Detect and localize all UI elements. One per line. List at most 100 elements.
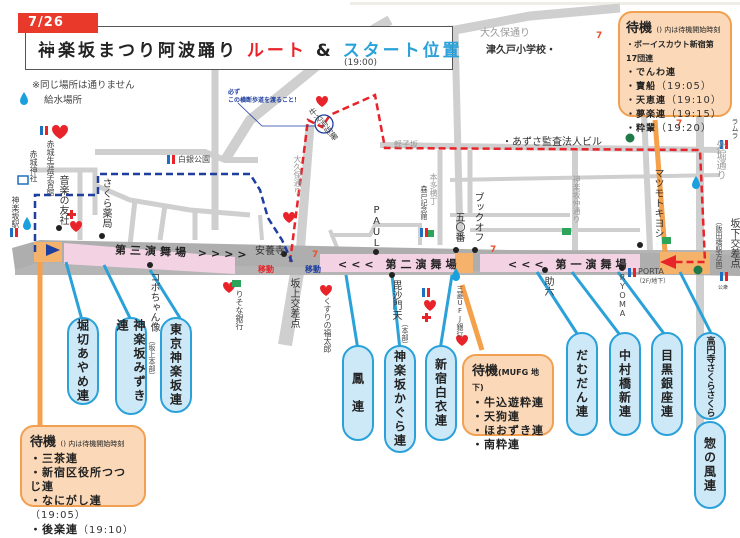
waiting-item: ボーイスカウト新宿第17団連 <box>626 38 724 66</box>
toilet-icon <box>10 126 728 297</box>
group-pill: 東京神楽坂連 <box>160 317 192 413</box>
group-pill: 神楽坂みずき連 <box>115 317 147 415</box>
waiting-item: なにがし連（19:05） <box>30 494 136 523</box>
road-left-top <box>95 149 258 163</box>
stage-second: <<< 第二演舞場 <box>338 258 461 271</box>
landmark-porta: PORTA <box>638 267 664 276</box>
landmark-akagi-center: 赤城生涯学習館 <box>46 140 55 196</box>
group-pill: 鳳 連 <box>342 345 374 441</box>
leader-wait-right <box>652 119 668 253</box>
landmark-gomaru: 五〇番 <box>453 212 464 242</box>
waiting-box-top-right: 待機 () 内は待機開始時刻 ボーイスカウト新宿第17団連 でんわ連 寶船（19… <box>618 11 732 134</box>
water-drop-icon <box>20 92 700 281</box>
landmark-ramura: ラムラ <box>731 118 739 139</box>
road-vertical-center <box>451 29 464 241</box>
waiting-item: ほおずき連 <box>472 424 544 438</box>
street-okubo-diag: 大久保通り <box>293 155 302 195</box>
road-okubo-down <box>295 124 315 256</box>
note-text: ※同じ場所は通りません <box>32 80 135 91</box>
landmark-kobo: コボちゃん像 <box>148 272 159 332</box>
title-start: スタート位置 <box>342 41 463 61</box>
date-tag: 7/26（土） <box>18 13 98 50</box>
group-pill: 神楽坂かぐら連 <box>384 345 416 453</box>
route-red <box>288 93 707 264</box>
street-okubo: 大久保通り <box>480 28 530 39</box>
road-sakura <box>94 182 251 218</box>
move-label-red: 移動 <box>258 265 274 274</box>
arrow-blue <box>46 244 60 256</box>
start-time: (19:00) <box>344 58 377 68</box>
waiting-item: 粋輩（19:20） <box>626 122 724 136</box>
waiting-item: 牛込遊粋連 <box>472 396 544 410</box>
landmark-sukeroku: 助六 <box>542 276 553 296</box>
landmark-bishamonten-sub: （本部） <box>401 320 409 348</box>
landmark-shirogane-park: 白銀公園 <box>178 155 210 164</box>
landmark-akagi-shrine: 赤城神社 <box>29 150 38 182</box>
landmark-kusuri: くすりの福太郎 <box>323 297 332 353</box>
title-route: ルート <box>246 41 307 61</box>
landmark-morito: 森戸記念館 <box>420 185 428 220</box>
landmark-paul: PAUL <box>371 205 382 249</box>
landmark-kagurazaka-station: 神楽坂駅 <box>11 196 20 228</box>
leader-wait-middle <box>459 284 485 351</box>
landmark-bishamonten: 毘沙門天 <box>390 280 401 320</box>
stage-first: <<< 第一演舞場 <box>508 258 631 271</box>
waiting-item: 夢楽連（19:15） <box>626 108 724 122</box>
legend-water: 給水場所 <box>44 95 83 106</box>
street-sakagami: 坂上交差点 <box>288 278 299 328</box>
landmark-bookoff: ブックオフ <box>472 192 483 242</box>
landmark-public-toilet: 公衆 <box>718 285 729 291</box>
group-pill: 惣の風連 <box>694 421 726 509</box>
waiting-item: 新宿区役所つつじ連 <box>30 466 136 494</box>
street-karuko: 軽子坂 <box>394 140 418 149</box>
svg-text:7: 7 <box>490 245 496 255</box>
crosswalk-circle <box>314 114 334 134</box>
waiting-item: 天恵連（19:10） <box>626 94 724 108</box>
waiting-item: 後楽連（19:10） <box>30 523 136 538</box>
street-sakashita: 坂下交差点 <box>728 218 739 268</box>
street-sakashita-sub: （飯田橋駅方面） <box>715 218 723 274</box>
group-pill: 高円寺さくらさくら <box>694 332 726 420</box>
landmark-mufg: 三菱UFJ銀行 <box>456 285 464 337</box>
landmark-azusa: ・あずさ監査法人ビル <box>502 137 602 148</box>
landmark-anyoji: 安養寺 <box>255 246 285 257</box>
top-strip <box>350 2 740 5</box>
page-title: 神楽坂まつり阿波踊り ルート & スタート位置 <box>38 41 463 61</box>
crossing-note: 必ず この横断歩道を渡ること！ <box>228 89 301 104</box>
shrine-icon <box>17 175 29 185</box>
route-blue <box>33 172 294 263</box>
landmark-matsumoto: マツモトキヨシ <box>652 168 663 238</box>
start-block-middle <box>455 253 473 273</box>
waiting-box-middle: 待機(MUFG 地下) 牛込遊粋連 天狗連 ほおずき連 南粋連 <box>462 354 554 451</box>
group-pill: 中村橋新連 <box>609 332 641 436</box>
arrow-red <box>660 255 676 269</box>
waiting-item: 天狗連 <box>472 410 544 424</box>
group-pill: だむだん連 <box>566 332 598 436</box>
group-leaders <box>64 261 714 351</box>
landmark-ryoma: RYOMA <box>618 273 627 318</box>
landmark-resona: りそな銀行 <box>235 290 244 330</box>
waiting-item: 寶船（19:05） <box>626 80 724 94</box>
svg-text:7: 7 <box>596 31 602 41</box>
waiting-item: 三茶連 <box>30 452 136 466</box>
stage-two-band <box>320 254 460 272</box>
landmark-porta-sub: （2F/地下） <box>636 278 670 285</box>
landmark-ongaku: 音楽の友社 <box>57 175 68 225</box>
move-label-blue: 移動 <box>305 265 321 274</box>
group-pill: 堀切あやめ連 <box>67 317 99 405</box>
landmark-dots <box>56 225 643 278</box>
landmark-sakura: さくら薬局 <box>100 178 111 228</box>
svg-text:7: 7 <box>312 250 318 260</box>
group-pill: 新宿白衣連 <box>425 345 457 441</box>
street-naka: 神楽坂仲通り <box>572 175 581 223</box>
title-box: 神楽坂まつり阿波踊り ルート & スタート位置 (19:00) <box>25 26 460 70</box>
street-sotobori: 外堀通り <box>714 140 725 180</box>
convenience-icon-fm <box>232 228 671 287</box>
waiting-box-bottom-left: 待機 () 内は待機開始時刻 三茶連 新宿区役所つつじ連 なにがし連（19:05… <box>20 425 146 536</box>
landmark-tsukudo-school: 津久戸小学校・ <box>486 45 556 56</box>
group-pill: 目黒銀座連 <box>651 332 683 436</box>
street-honda: 本多横丁 <box>429 173 438 205</box>
waiting-item: でんわ連 <box>626 66 724 80</box>
stage-one-band <box>480 254 640 272</box>
